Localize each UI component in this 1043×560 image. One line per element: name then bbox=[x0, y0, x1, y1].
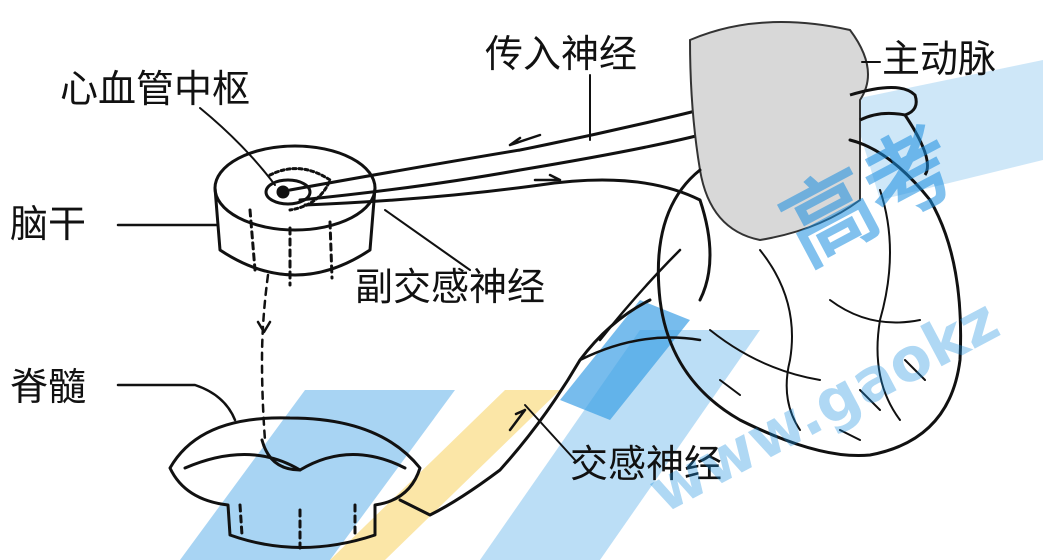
parasympathetic-pointer bbox=[384, 209, 471, 271]
label-spinal-cord: 脊髓 bbox=[10, 365, 87, 409]
spinal-cord-shape bbox=[168, 416, 422, 550]
watermark-stripe-blue-mid bbox=[480, 330, 760, 560]
afferent-nerve-path bbox=[288, 103, 722, 192]
watermark-stripe-yellow bbox=[330, 390, 560, 560]
label-aorta: 主动脉 bbox=[882, 37, 997, 81]
label-brainstem-center: 心血管中枢 bbox=[60, 67, 251, 111]
heart-shape bbox=[656, 138, 963, 458]
aorta-shape bbox=[688, 21, 929, 242]
watermark-stripe-blue-left bbox=[180, 390, 455, 560]
watermark-block-blue bbox=[560, 300, 690, 420]
spinal-pointer bbox=[116, 383, 237, 422]
brainstem-shape bbox=[213, 144, 377, 287]
label-afferent-nerve: 传入神经 bbox=[485, 32, 638, 76]
descending-arrow bbox=[256, 320, 272, 334]
afferent-nerve-path-2 bbox=[298, 133, 702, 202]
label-brainstem: 脑干 bbox=[10, 202, 87, 246]
center-pointer bbox=[199, 107, 276, 186]
parasympathetic-arrow bbox=[533, 173, 562, 182]
parasympathetic-nerve-path bbox=[303, 178, 712, 302]
label-sympathetic-nerve: 交感神经 bbox=[570, 442, 723, 486]
sympathetic-nerve-branch bbox=[578, 248, 702, 362]
brainstem-spinal-connector bbox=[260, 273, 270, 442]
sympathetic-pointer bbox=[524, 404, 576, 461]
label-parasympathetic-nerve: 副交感神经 bbox=[355, 265, 546, 309]
sympathetic-arrow bbox=[508, 408, 527, 432]
afferent-arrow bbox=[508, 133, 542, 147]
